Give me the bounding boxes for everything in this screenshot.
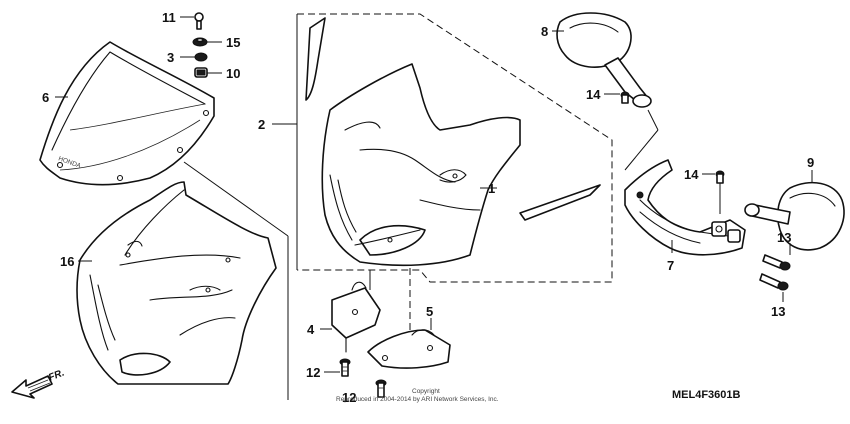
callout-6: 6 bbox=[42, 90, 49, 105]
upper-cowl bbox=[321, 63, 521, 267]
callout-12-left: 12 bbox=[306, 365, 320, 380]
direction-label: FR. bbox=[47, 368, 66, 384]
grommet-3 bbox=[194, 52, 208, 62]
copyright-line-1: Copyright bbox=[412, 388, 440, 395]
front-cowl-assembly bbox=[76, 181, 277, 385]
screw-11 bbox=[194, 12, 204, 30]
assembly-outline bbox=[297, 13, 613, 283]
callout-14-left: 14 bbox=[586, 87, 601, 102]
windscreen: HONDA bbox=[39, 41, 215, 186]
mirror-left bbox=[556, 12, 652, 108]
bolt-13-upper bbox=[762, 254, 791, 271]
callout-3: 3 bbox=[167, 50, 174, 65]
bolt-13-lower bbox=[759, 273, 789, 291]
connector-8 bbox=[647, 109, 659, 131]
callout-13-lower: 13 bbox=[771, 304, 785, 319]
mirror-right bbox=[744, 181, 845, 251]
copyright-line-2: Reproduced in 2004-2014 by ARI Network S… bbox=[336, 396, 499, 403]
callout-12-right: 12 bbox=[342, 390, 356, 405]
callout-7: 7 bbox=[667, 258, 674, 273]
callout-8: 8 bbox=[541, 24, 548, 39]
washer-15 bbox=[192, 37, 208, 47]
group-divider-a bbox=[183, 161, 289, 237]
decal-upper bbox=[305, 17, 326, 101]
diagram-code: MEL4F3601B bbox=[672, 389, 741, 401]
front-direction-arrow-icon: FR. bbox=[11, 368, 66, 399]
nut-10 bbox=[194, 67, 208, 78]
connector-8b bbox=[624, 129, 659, 171]
callout-11: 11 bbox=[162, 10, 176, 25]
callout-10: 10 bbox=[226, 66, 240, 81]
decal-lower bbox=[519, 184, 601, 221]
callout-1: 1 bbox=[488, 181, 495, 196]
bracket-5 bbox=[367, 329, 451, 369]
callout-15: 15 bbox=[226, 35, 240, 50]
screw-14-left bbox=[620, 91, 630, 104]
callout-9: 9 bbox=[807, 155, 814, 170]
callout-2: 2 bbox=[258, 117, 265, 132]
callout-16: 16 bbox=[60, 254, 74, 269]
bolt-12-left bbox=[339, 358, 351, 377]
callout-14-right: 14 bbox=[684, 167, 699, 182]
callout-4: 4 bbox=[307, 322, 315, 337]
bolt-12-right bbox=[375, 379, 387, 398]
callout-5: 5 bbox=[426, 304, 433, 319]
callout-13-upper: 13 bbox=[777, 230, 791, 245]
stay-bracket-7 bbox=[624, 159, 746, 256]
screw-14-right bbox=[715, 170, 725, 184]
bracket-4 bbox=[331, 281, 381, 353]
